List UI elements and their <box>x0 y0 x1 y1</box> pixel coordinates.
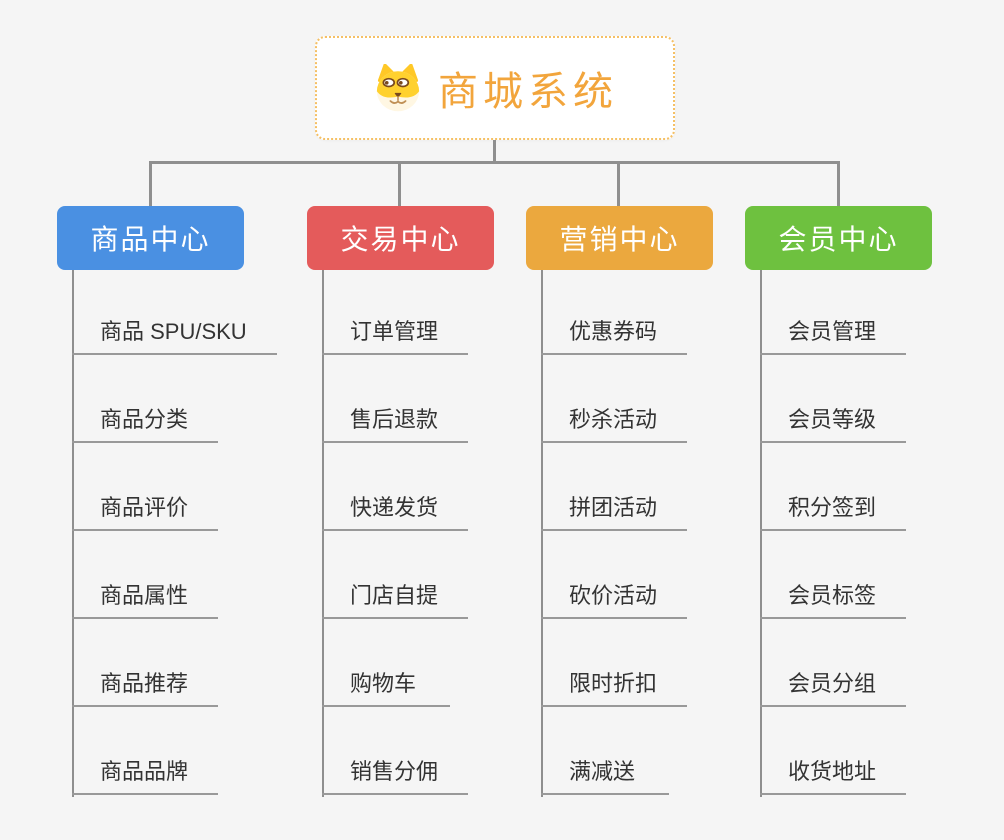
child-list-marketing: 优惠券码 秒杀活动 拼团活动 砍价活动 限时折扣 满减送 <box>541 267 781 795</box>
child-list-trade: 订单管理 售后退款 快递发货 门店自提 购物车 销售分佣 <box>322 267 562 795</box>
branch-node-product-center[interactable]: 商品中心 <box>57 206 244 270</box>
child-node-product-category[interactable]: 商品分类 <box>72 355 219 443</box>
connector-children-member <box>760 269 762 797</box>
child-node-product-attr[interactable]: 商品属性 <box>72 531 219 619</box>
connector-drop-product <box>149 161 152 207</box>
connector-drop-member <box>837 161 840 207</box>
child-node-coupon-code[interactable]: 优惠券码 <box>541 267 688 355</box>
connector-horizontal-bus <box>149 161 840 164</box>
branch-node-trade-center[interactable]: 交易中心 <box>307 206 494 270</box>
child-node-bargain[interactable]: 砍价活动 <box>541 531 688 619</box>
child-node-product-brand[interactable]: 商品品牌 <box>72 707 219 795</box>
connector-root-stub <box>493 140 496 163</box>
root-node[interactable]: 商城系统 <box>315 36 675 140</box>
connector-children-product <box>72 269 74 797</box>
child-node-group-buy[interactable]: 拼团活动 <box>541 443 688 531</box>
connector-drop-trade <box>398 161 401 207</box>
connector-drop-marketing <box>617 161 620 207</box>
child-node-product-spu-sku[interactable]: 商品 SPU/SKU <box>72 267 277 355</box>
connector-children-trade <box>322 269 324 797</box>
root-title: 商城系统 <box>438 70 618 114</box>
child-node-product-recommend[interactable]: 商品推荐 <box>72 619 219 707</box>
child-node-full-reduction[interactable]: 满减送 <box>541 707 669 795</box>
child-list-member: 会员管理 会员等级 积分签到 会员标签 会员分组 收货地址 <box>760 267 1000 795</box>
child-node-member-tag[interactable]: 会员标签 <box>760 531 907 619</box>
child-node-order-management[interactable]: 订单管理 <box>322 267 469 355</box>
dog-face-icon <box>376 64 420 112</box>
child-node-member-level[interactable]: 会员等级 <box>760 355 907 443</box>
child-node-express-delivery[interactable]: 快递发货 <box>322 443 469 531</box>
branch-node-member-center[interactable]: 会员中心 <box>745 206 932 270</box>
child-node-sales-commission[interactable]: 销售分佣 <box>322 707 469 795</box>
child-node-product-review[interactable]: 商品评价 <box>72 443 219 531</box>
child-node-flash-sale[interactable]: 秒杀活动 <box>541 355 688 443</box>
child-node-shopping-cart[interactable]: 购物车 <box>322 619 450 707</box>
child-node-points-checkin[interactable]: 积分签到 <box>760 443 907 531</box>
child-node-store-pickup[interactable]: 门店自提 <box>322 531 469 619</box>
child-node-member-group[interactable]: 会员分组 <box>760 619 907 707</box>
child-node-aftersale-refund[interactable]: 售后退款 <box>322 355 469 443</box>
child-node-shipping-address[interactable]: 收货地址 <box>760 707 907 795</box>
branch-node-marketing-center[interactable]: 营销中心 <box>526 206 713 270</box>
child-node-time-discount[interactable]: 限时折扣 <box>541 619 688 707</box>
child-list-product: 商品 SPU/SKU 商品分类 商品评价 商品属性 商品推荐 商品品牌 <box>72 267 312 795</box>
connector-children-marketing <box>541 269 543 797</box>
child-node-member-management[interactable]: 会员管理 <box>760 267 907 355</box>
